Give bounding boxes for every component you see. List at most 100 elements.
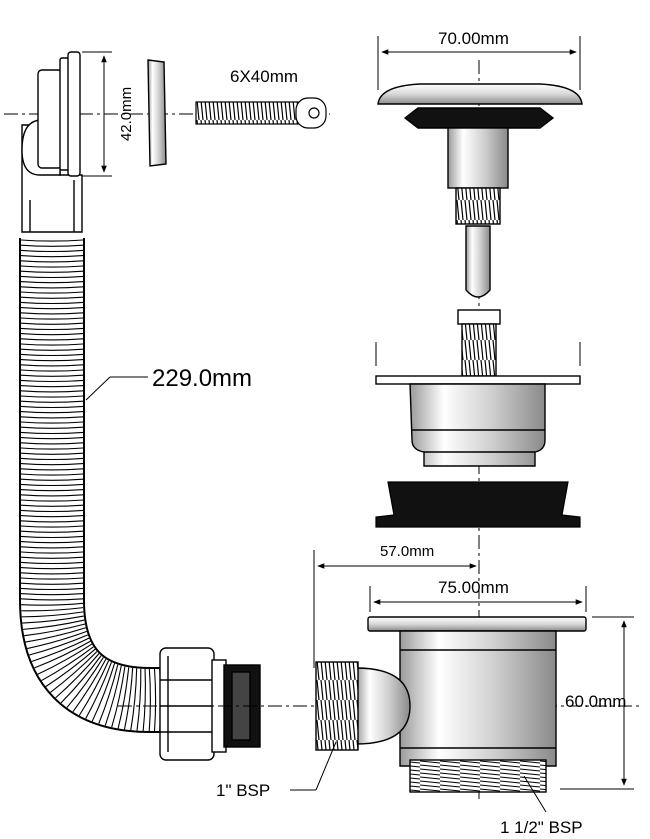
- hose-rib: [153, 668, 157, 732]
- hose-rib: [20, 260, 84, 263]
- hose-rib: [20, 385, 84, 388]
- inlet-thread-label: 1" BSP: [216, 781, 270, 800]
- hose-rib: [50, 651, 98, 693]
- hose-rib: [20, 437, 84, 440]
- hose-rib: [20, 556, 84, 559]
- hose-rib: [21, 607, 84, 612]
- hose-rib: [20, 504, 84, 507]
- hose-rib: [20, 374, 84, 377]
- outlet-thread-label: 1 1/2" BSP: [500, 818, 583, 837]
- hose-rib: [72, 658, 107, 713]
- hose-rib: [20, 577, 84, 580]
- hose-rib: [22, 615, 84, 624]
- hose-rib: [20, 509, 84, 513]
- hose-dimension: [85, 376, 148, 401]
- waste-offset-label: 57.0mm: [380, 543, 434, 560]
- hose-rib: [24, 623, 86, 637]
- hose-rib: [20, 468, 84, 471]
- hose-rib: [20, 291, 84, 294]
- hose-rib: [20, 499, 84, 502]
- hose-rib: [20, 307, 84, 310]
- hose-rib: [20, 364, 84, 367]
- hose-rib: [20, 551, 84, 554]
- hose-rib: [20, 379, 84, 383]
- hose-rib: [142, 668, 146, 731]
- overflow-cover-plate: [147, 59, 167, 167]
- hose-rib: [21, 602, 84, 606]
- hose-rib: [20, 572, 84, 575]
- cap-width-label: 70.00mm: [438, 29, 509, 48]
- hose-rib: [20, 463, 84, 466]
- hose-rib: [20, 494, 84, 497]
- hose-rib: [20, 270, 84, 273]
- hose-rib: [29, 634, 89, 656]
- hose-rib: [37, 643, 93, 675]
- flange-dimension: [369, 586, 587, 612]
- hose-connector-nut: [159, 647, 261, 761]
- hose-rib: [20, 239, 84, 242]
- hose-rib: [20, 395, 84, 398]
- hose-rib: [20, 255, 84, 258]
- hose-rib: [20, 333, 84, 336]
- hose-rib: [20, 546, 84, 549]
- hose-rib: [20, 525, 84, 528]
- hose-rib: [21, 611, 84, 618]
- hose-rib: [20, 541, 84, 544]
- hose-rib: [45, 648, 96, 688]
- hose-rib: [20, 483, 84, 487]
- hose-rib: [20, 275, 84, 279]
- hose-rib: [78, 660, 110, 716]
- hose-rib: [20, 582, 84, 585]
- hose-rib: [20, 312, 84, 315]
- hose-rib: [20, 598, 84, 601]
- waste-body: [315, 616, 587, 793]
- hose-rib: [136, 668, 142, 731]
- flexible-hose: [18, 238, 170, 733]
- hose-rib: [20, 405, 84, 409]
- hose-rib: [66, 657, 104, 708]
- inlet-thread-leader: [290, 741, 337, 791]
- hose-rib: [20, 478, 84, 481]
- hose-rib: [20, 265, 84, 268]
- hose-rib: [20, 515, 84, 518]
- hose-rib: [25, 627, 86, 643]
- hose-rib: [20, 489, 84, 492]
- hose-rib: [20, 390, 84, 393]
- hose-rib: [20, 286, 84, 289]
- overflow-dimension-42: [82, 51, 112, 177]
- hose-rib: [20, 426, 84, 429]
- hose-rib: [41, 646, 94, 682]
- click-clack-plug: [377, 83, 583, 298]
- body-height-dimension: [560, 616, 634, 790]
- hose-rib: [20, 317, 84, 320]
- overflow-screw: [195, 97, 327, 129]
- hose-rib: [20, 431, 84, 435]
- hose-rib: [20, 353, 84, 357]
- hose-rib: [20, 473, 84, 476]
- hose-rib: [104, 665, 122, 726]
- hose-rib: [98, 664, 119, 724]
- hose-rib: [20, 400, 84, 403]
- cap-dimension: [377, 36, 581, 90]
- hose-rib: [20, 343, 84, 346]
- hose-rib: [117, 667, 130, 729]
- hose-rib: [123, 667, 134, 730]
- hose-rib: [20, 296, 84, 299]
- hose-rib: [20, 281, 84, 284]
- hose-rib: [91, 663, 116, 722]
- hose-rib: [130, 668, 138, 731]
- hose-rib: [20, 301, 84, 305]
- hose-rib: [20, 348, 84, 351]
- hose-rib: [111, 666, 126, 728]
- hose-rib: [60, 655, 102, 704]
- hose-rib: [20, 520, 84, 523]
- hose-rib: [20, 457, 84, 461]
- hose-rib: [34, 640, 91, 669]
- flange-width-label: 75.00mm: [438, 578, 509, 597]
- waste-offset-dimension: [313, 550, 477, 668]
- hose-rib: [20, 421, 84, 424]
- hose-rib: [31, 637, 90, 662]
- overflow-elbow: [21, 51, 83, 233]
- rubber-gasket: [375, 481, 581, 528]
